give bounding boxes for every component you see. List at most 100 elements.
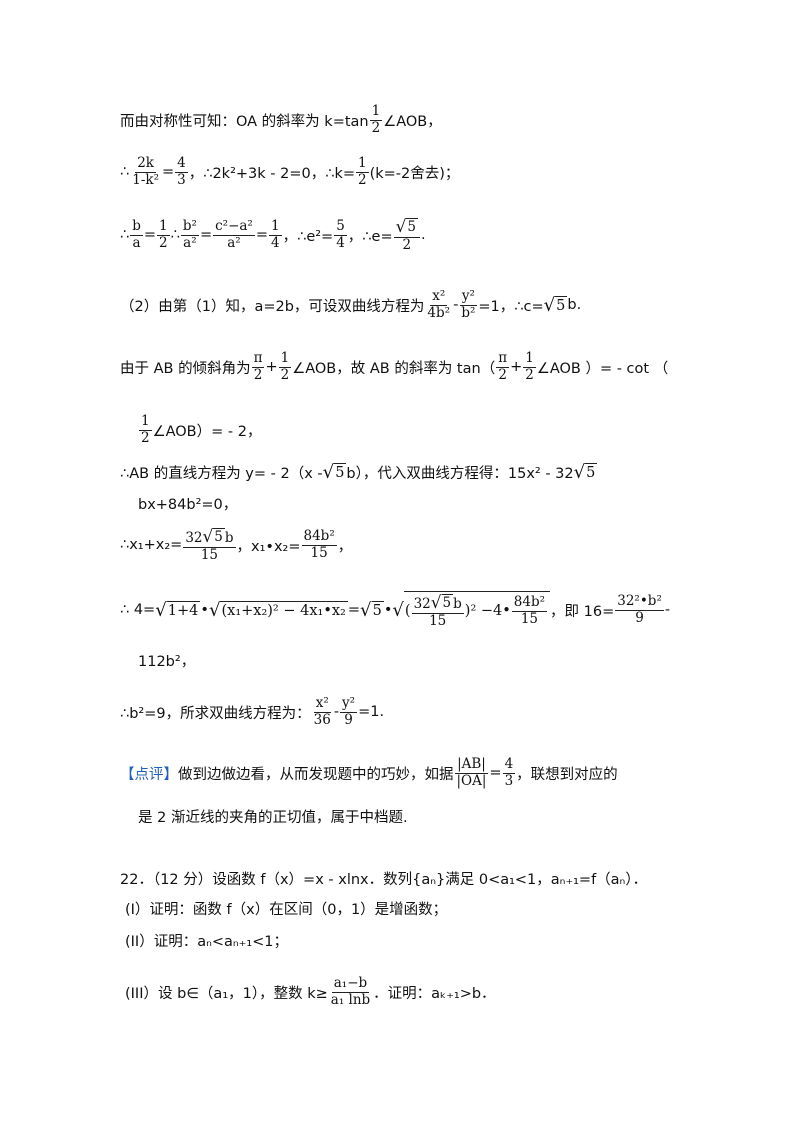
fraction-numerator: 32²•b² xyxy=(615,592,664,611)
radical-sign-icon: √ xyxy=(573,461,586,483)
square-root: √5 xyxy=(574,462,598,483)
text-segment: 2 xyxy=(498,366,507,383)
fraction-numerator: x² xyxy=(313,695,331,713)
text-segment: ， xyxy=(337,538,353,555)
fraction-numerator: 84b² xyxy=(301,528,337,546)
fraction-denominator: a xyxy=(131,235,143,252)
text-segment: • xyxy=(200,602,209,618)
text-segment: 2 xyxy=(159,234,168,251)
text-segment: 2 xyxy=(371,119,381,136)
text-segment: ∠AOB， xyxy=(383,113,442,130)
fraction-numerator: π xyxy=(251,349,265,368)
text-segment: =1. xyxy=(358,704,385,720)
text-segment: 1 xyxy=(159,217,168,234)
text-segment: 1 xyxy=(525,349,534,366)
text-segment: 9 xyxy=(344,711,353,728)
text-segment: 4 xyxy=(177,154,186,171)
fraction-numerator: a₁−b xyxy=(331,975,370,993)
fraction-numerator: √5 xyxy=(393,215,420,238)
fraction-numerator: b² xyxy=(180,218,199,236)
text-segment: ∴ 4= xyxy=(120,602,156,618)
text-segment: - xyxy=(664,602,671,618)
text-segment: a² xyxy=(227,234,241,251)
text-segment: 2 xyxy=(525,366,534,383)
fraction-numerator: y² xyxy=(459,287,477,306)
text-segment: ∴x₁+x₂= xyxy=(120,537,183,553)
radicand: 5 xyxy=(441,593,454,612)
square-root: √5 xyxy=(360,600,384,621)
text-segment: b. xyxy=(567,297,582,313)
text-segment: 1-k² xyxy=(132,171,159,188)
text-line: 是 2 渐近线的夹角的正切值，属于中档题. xyxy=(138,796,408,836)
text-segment: = xyxy=(255,227,268,243)
fraction-numerator: c²−a² xyxy=(213,218,255,236)
text-segment: (III）设 b∈（a₁，1），整数 k≥ xyxy=(125,985,328,1002)
text-segment: 2 xyxy=(358,171,367,188)
radicand: 5 xyxy=(213,527,225,546)
text-segment: 112b²， xyxy=(138,653,196,670)
text-segment: ( xyxy=(404,603,411,619)
fraction-denominator: a² xyxy=(181,235,198,252)
text-segment: (II）证明：aₙ<aₙ₊₁<1； xyxy=(125,933,289,950)
text-segment: + xyxy=(510,359,523,375)
fraction-denominator: |OA| xyxy=(455,772,489,790)
text-segment: |AB| xyxy=(457,755,486,772)
text-segment: = xyxy=(143,227,157,243)
text-segment: 4 xyxy=(336,234,345,251)
text-segment: π xyxy=(498,349,508,366)
text-segment: 做到边做边看，从而发现题中的巧妙，如据 xyxy=(178,766,454,783)
text-segment: 2 xyxy=(402,236,412,253)
square-root: √5 xyxy=(203,526,225,546)
text-segment: 5 xyxy=(336,217,345,234)
text-segment: 5 xyxy=(407,218,416,235)
text-segment: ．证明：aₖ₊₁>b． xyxy=(373,985,496,1002)
radicand: (x₁+x₂)² − 4x₁•x₂ xyxy=(220,601,348,619)
fraction-denominator: 15 xyxy=(519,611,540,628)
text-segment: a₁ lnb xyxy=(330,991,371,1008)
text-segment: 4 xyxy=(504,755,514,772)
text-segment: = xyxy=(161,164,175,180)
text-segment: 5 xyxy=(214,528,223,545)
radical-sign-icon: √ xyxy=(360,599,372,621)
text-segment: y² xyxy=(461,287,475,304)
text-segment: =1，∴c= xyxy=(478,298,544,315)
fraction-numerator: |AB| xyxy=(455,755,488,774)
text-segment: 32 xyxy=(185,529,203,546)
text-segment: 2 xyxy=(280,366,290,383)
square-root: √5 xyxy=(544,295,568,316)
text-segment: 32 xyxy=(413,595,431,612)
fraction-denominator: 2 xyxy=(157,234,170,252)
text-segment: ∴b²=9，所求双曲线方程为： xyxy=(120,705,311,722)
fraction-denominator: 15 xyxy=(309,545,330,562)
radical-sign-icon: √ xyxy=(392,599,404,621)
radical-sign-icon: √ xyxy=(395,215,407,236)
fraction-numerator: 4 xyxy=(175,154,188,173)
radicand: 1+4 xyxy=(166,601,201,619)
text-line: 112b²， xyxy=(138,640,195,680)
square-root: √(x₁+x₂)² − 4x₁•x₂ xyxy=(209,600,348,621)
radicand: 5 xyxy=(334,463,347,481)
text-segment: 84b² xyxy=(513,593,546,610)
fraction-denominator: 2 xyxy=(496,366,509,384)
text-segment: |OA| xyxy=(456,772,487,789)
text-segment: 22．（12 分）设函数 f（x）=x - xlnx．数列{aₙ}满足 0<a₁… xyxy=(120,871,648,888)
text-segment: 32²•b² xyxy=(617,592,662,609)
fraction-denominator: 9 xyxy=(633,610,646,627)
text-segment: b），代入双曲线方程得：15x² - 32 xyxy=(346,465,574,482)
text-segment: 2k xyxy=(137,154,154,171)
fraction-denominator: a² xyxy=(225,234,242,252)
text-segment: π xyxy=(253,349,263,366)
text-segment: (k=-2舍去)； xyxy=(369,165,460,182)
